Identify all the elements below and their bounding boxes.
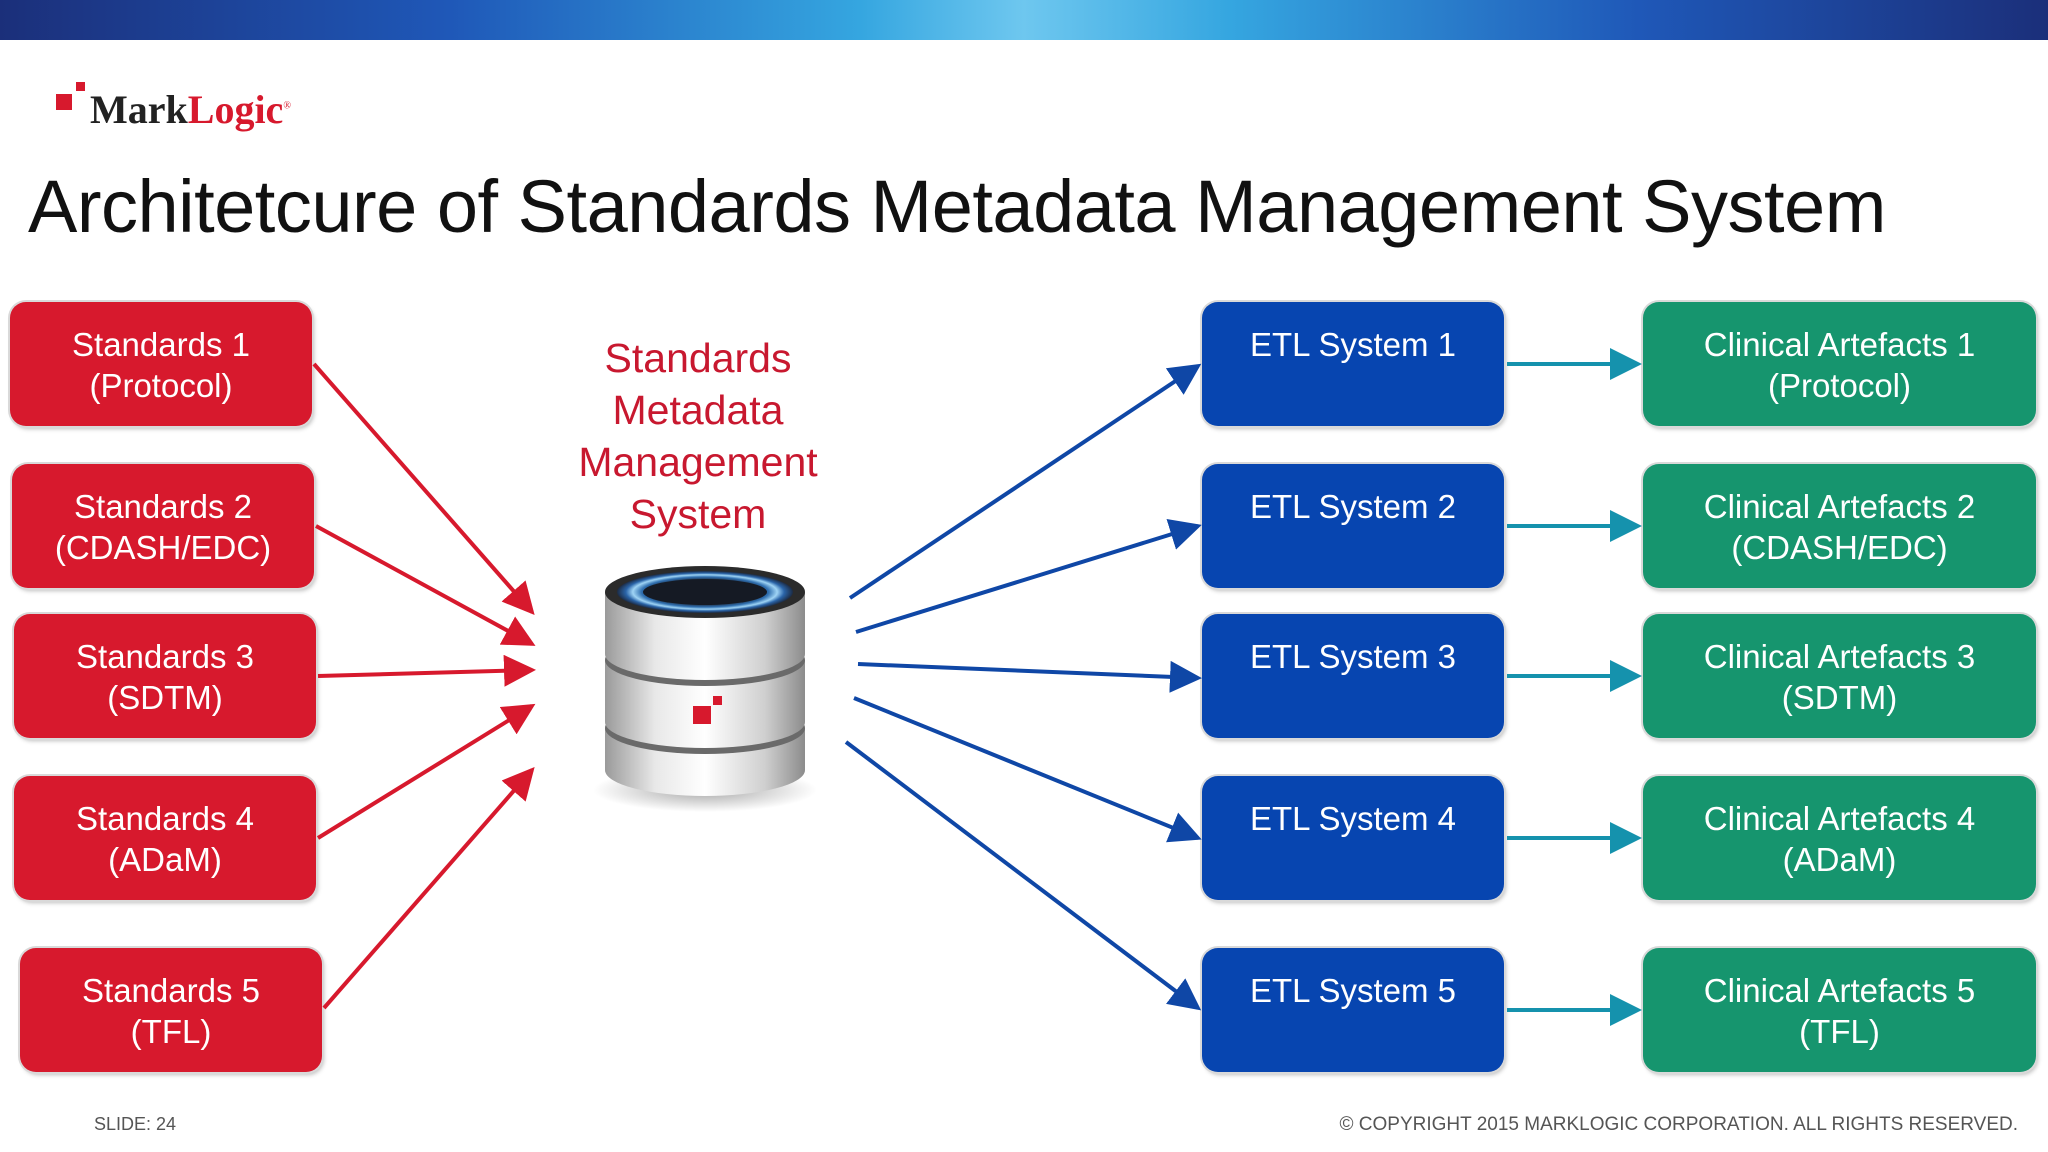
logo-wordmark: MarkLogic® — [90, 87, 291, 132]
database-icon — [593, 566, 817, 812]
slide-title: Architetcure of Standards Metadata Manag… — [28, 165, 1886, 248]
artefacts-box-subtitle: (SDTM) — [1781, 679, 1898, 716]
artefacts-box-5: Clinical Artefacts 5 (TFL) — [1643, 948, 2036, 1072]
standards-box-2: Standards 2 (CDASH/EDC) — [12, 464, 314, 588]
artefacts-box-subtitle: (TFL) — [1799, 1013, 1880, 1050]
slide-number: SLIDE: 24 — [94, 1114, 177, 1134]
etl-box-1: ETL System 1 — [1202, 302, 1504, 426]
artefacts-box-title: Clinical Artefacts 3 — [1703, 638, 1976, 675]
standards-box-1: Standards 1 (Protocol) — [10, 302, 312, 426]
standards-box-4: Standards 4 (ADaM) — [14, 776, 316, 900]
etl-box-title: ETL System 1 — [1249, 326, 1456, 363]
etl-box-2: ETL System 2 — [1202, 464, 1504, 588]
standards-box-5: Standards 5 (TFL) — [20, 948, 322, 1072]
standards-box-title: Standards 2 — [74, 488, 252, 525]
db-emblem-small — [713, 696, 722, 705]
standards-box-subtitle: (CDASH/EDC) — [54, 529, 272, 566]
artefacts-box-title: Clinical Artefacts 4 — [1703, 800, 1976, 837]
etl-box-3: ETL System 3 — [1202, 614, 1504, 738]
arrow-hub-to-etl-4 — [853, 696, 1202, 843]
artefacts-box-2: Clinical Artefacts 2 (CDASH/EDC) — [1643, 464, 2036, 588]
arrow-hub-to-etl-3 — [857, 660, 1202, 693]
artefacts-box-1: Clinical Artefacts 1 (Protocol) — [1643, 302, 2036, 426]
arrow-hub-to-etl-5 — [844, 740, 1202, 1011]
etl-box-title: ETL System 2 — [1249, 488, 1456, 525]
arrow-hub-to-etl-1 — [848, 363, 1202, 600]
artefacts-box-3: Clinical Artefacts 3 (SDTM) — [1643, 614, 2036, 738]
artefacts-box-subtitle: (ADaM) — [1782, 841, 1897, 878]
etl-box-title: ETL System 5 — [1249, 972, 1456, 1009]
logo-square-small — [76, 82, 85, 91]
standards-box-subtitle: (TFL) — [130, 1013, 212, 1050]
artefacts-box-title: Clinical Artefacts 2 — [1703, 488, 1976, 525]
standards-box-title: Standards 1 — [72, 326, 250, 363]
top-banner — [0, 0, 2048, 40]
arrow-standards-5-to-hub — [322, 766, 535, 1010]
etl-box-5: ETL System 5 — [1202, 948, 1504, 1072]
arrow-standards-2-to-hub — [315, 524, 536, 646]
standards-box-subtitle: (Protocol) — [89, 367, 233, 404]
copyright-notice: © COPYRIGHT 2015 MARKLOGIC CORPORATION. … — [1339, 1114, 2018, 1135]
standards-box-title: Standards 4 — [76, 800, 254, 837]
artefacts-box-subtitle: (Protocol) — [1767, 367, 1912, 404]
standards-box-title: Standards 3 — [76, 638, 254, 675]
etl-box-title: ETL System 4 — [1249, 800, 1456, 837]
logo-square-large — [56, 94, 72, 110]
standards-box-3: Standards 3 (SDTM) — [14, 614, 316, 738]
artefacts-box-title: Clinical Artefacts 5 — [1703, 972, 1976, 1009]
standards-box-title: Standards 5 — [82, 972, 260, 1009]
arrow-standards-3-to-hub — [317, 654, 536, 687]
etl-box-title: ETL System 3 — [1249, 638, 1456, 675]
standards-box-subtitle: (ADaM) — [108, 841, 222, 878]
standards-box-subtitle: (SDTM) — [107, 679, 223, 716]
arrow-hub-to-etl-2 — [855, 519, 1202, 634]
db-emblem-large — [693, 706, 711, 724]
etl-box-4: ETL System 4 — [1202, 776, 1504, 900]
arrow-standards-1-to-hub — [312, 362, 535, 616]
hub-label: Standards Metadata Management System — [578, 335, 818, 537]
arrow-standards-4-to-hub — [316, 703, 536, 840]
artefacts-box-subtitle: (CDASH/EDC) — [1731, 529, 1948, 566]
artefacts-box-title: Clinical Artefacts 1 — [1703, 326, 1976, 363]
artefacts-box-4: Clinical Artefacts 4 (ADaM) — [1643, 776, 2036, 900]
